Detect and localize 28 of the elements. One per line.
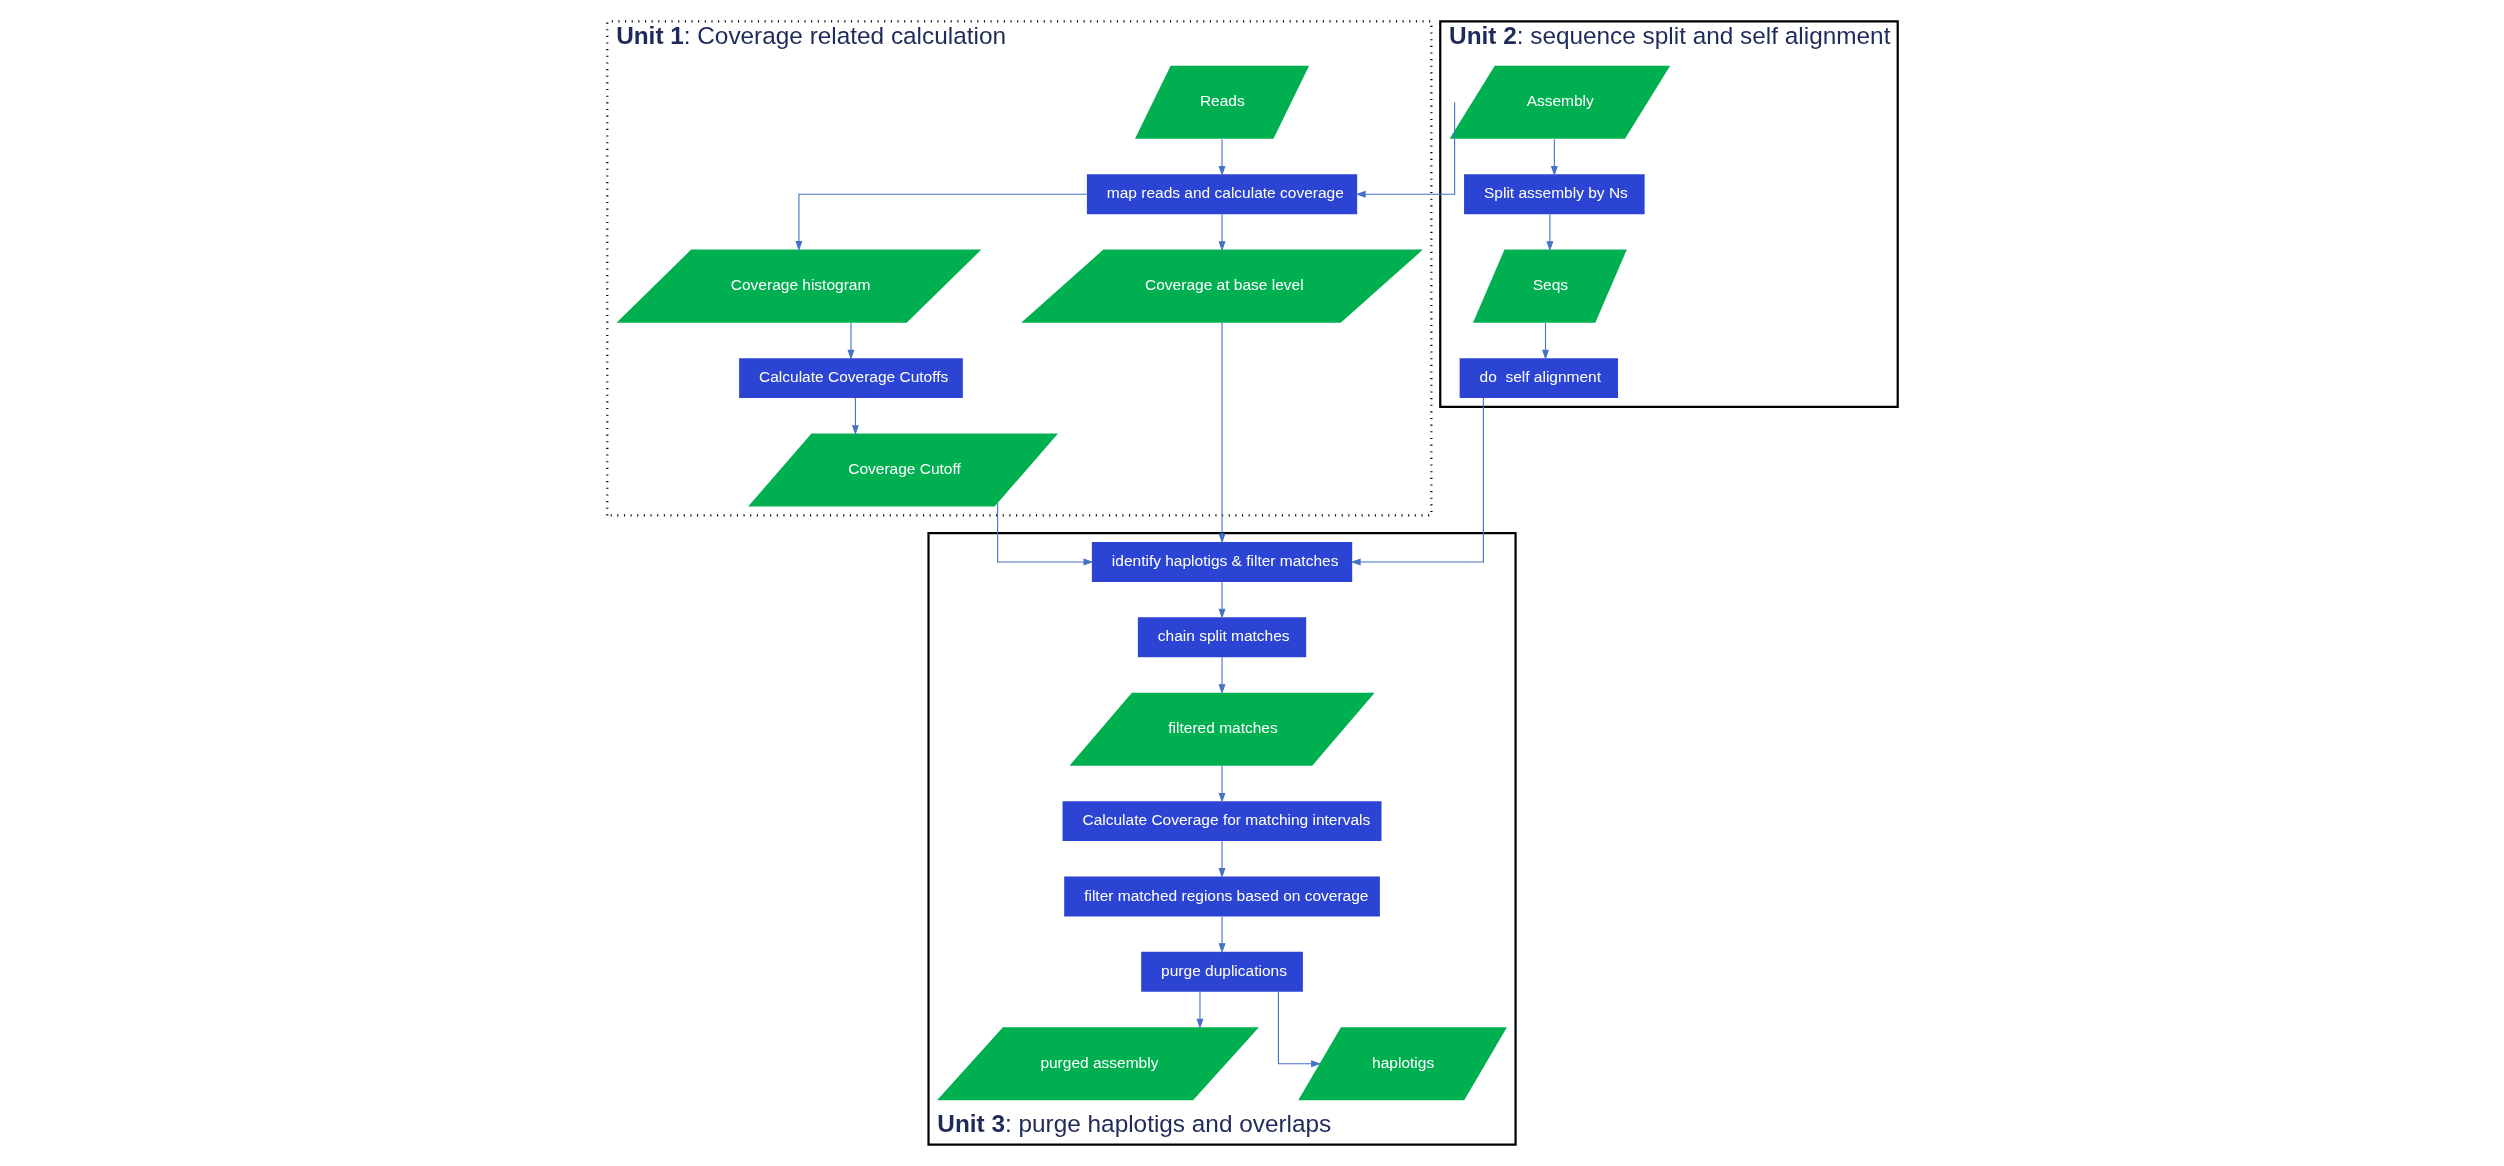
arrow [1218, 581, 1226, 619]
arrow [1218, 322, 1226, 544]
arrow [851, 397, 859, 436]
node-box: Split assembly by Ns [1463, 174, 1645, 215]
node-box: identify haplotigs & filter matches [1091, 542, 1352, 582]
node-box: do self alignment [1459, 358, 1618, 398]
arrow [794, 193, 1087, 251]
arrow [996, 502, 1093, 566]
arrow [1350, 397, 1484, 566]
node-box: purge duplications [1140, 951, 1303, 992]
node-box: Calculate Coverage for matching intervals [1062, 801, 1382, 842]
arrow [1195, 991, 1203, 1029]
arrow [1218, 765, 1226, 803]
arrow [1218, 916, 1226, 954]
arrow [1550, 138, 1558, 176]
arrow [846, 322, 854, 360]
arrow [1218, 213, 1226, 252]
arrow [1218, 138, 1226, 176]
node-box: chain split matches [1137, 617, 1306, 658]
node-box: Calculate Coverage Cutoffs [738, 358, 963, 398]
node-box: map reads and calculate coverage [1086, 174, 1357, 215]
arrow [1541, 322, 1549, 360]
arrow [1218, 840, 1226, 878]
arrow [1355, 101, 1455, 198]
arrow [1545, 213, 1553, 252]
arrow [1218, 656, 1226, 695]
arrow [1277, 991, 1321, 1068]
node-box: filter matched regions based on coverage [1063, 876, 1380, 917]
